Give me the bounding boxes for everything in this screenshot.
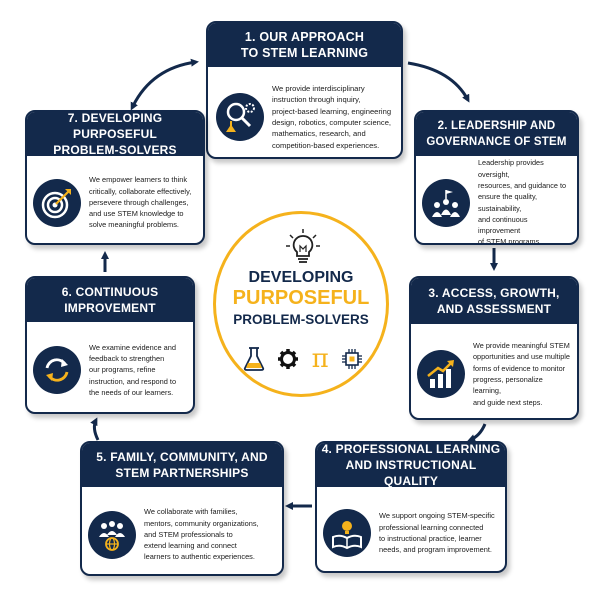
card-title-line2: AND INSTRUCTIONAL QUALITY — [345, 458, 477, 488]
card-continuous-improvement: 6. CONTINUOUS IMPROVEMENT We examine evi… — [25, 276, 195, 414]
arrow-1-to-2 — [407, 61, 470, 103]
card-title-line1: 5. FAMILY, COMMUNITY, AND — [96, 450, 268, 464]
gear-icon — [278, 349, 299, 369]
microchip-icon — [341, 349, 362, 369]
cycle-arrows-icon — [33, 346, 81, 394]
target-icon — [33, 178, 81, 227]
card-title-line1: 1. OUR APPROACH — [244, 30, 365, 44]
card-header: 3. ACCESS, GROWTH, AND ASSESSMENT — [411, 278, 577, 324]
growth-chart-icon — [417, 350, 465, 398]
leadership-group-icon — [422, 178, 470, 227]
flask-icon — [243, 347, 265, 371]
center-title-line2: PURPOSEFUL — [232, 287, 370, 309]
card-header: 5. FAMILY, COMMUNITY, AND STEM PARTNERSH… — [82, 443, 282, 487]
card-title-line1: 6. CONTINUOUS — [61, 285, 159, 299]
card-leadership-governance: 2. LEADERSHIP AND GOVERNANCE OF STEM Lea… — [414, 110, 579, 245]
card-header: 7. DEVELOPING PURPOSEFUL PROBLEM-SOLVERS — [27, 111, 203, 157]
center-hub: DEVELOPING PURPOSEFUL PROBLEM-SOLVERS π — [213, 211, 389, 397]
card-our-approach: 1. OUR APPROACH TO STEM LEARNING We prov… — [206, 21, 403, 159]
card-professional-learning: 4. PROFESSIONAL LEARNING AND INSTRUCTION… — [315, 441, 507, 573]
card-title-line2: STEM PARTNERSHIPS — [115, 466, 249, 480]
card-developing-problem-solvers: 7. DEVELOPING PURPOSEFUL PROBLEM-SOLVERS… — [25, 110, 205, 245]
magnifier-gear-flask-icon — [216, 93, 264, 141]
card-title-line1: 7. DEVELOPING PURPOSEFUL — [67, 111, 163, 141]
arrow-7-to-1 — [130, 58, 199, 111]
card-header: 6. CONTINUOUS IMPROVEMENT — [27, 278, 193, 322]
card-title-line1: 2. LEADERSHIP AND — [437, 120, 556, 132]
center-title-line3: PROBLEM-SOLVERS — [233, 312, 369, 327]
book-lightbulb-icon — [323, 509, 371, 557]
pi-icon: π — [311, 344, 329, 374]
card-title-line2: PROBLEM-SOLVERS — [53, 143, 177, 157]
card-header: 1. OUR APPROACH TO STEM LEARNING — [208, 23, 401, 67]
arrow-3-to-4 — [467, 423, 487, 442]
card-header: 4. PROFESSIONAL LEARNING AND INSTRUCTION… — [317, 442, 505, 488]
community-globe-icon — [88, 510, 136, 559]
card-title-line1: 3. ACCESS, GROWTH, — [428, 286, 560, 300]
card-family-community: 5. FAMILY, COMMUNITY, AND STEM PARTNERSH… — [80, 441, 284, 576]
card-description: Leadership provides oversight,resources,… — [478, 158, 567, 245]
lightbulb-icon — [286, 229, 320, 263]
center-title-line1: DEVELOPING — [248, 269, 354, 286]
arrow-5-to-6 — [90, 417, 100, 441]
card-description: We collaborate with families,mentors, co… — [144, 507, 259, 562]
card-access-growth-assessment: 3. ACCESS, GROWTH, AND ASSESSMENT We pro… — [409, 276, 579, 420]
card-title-line1: 4. PROFESSIONAL LEARNING — [321, 442, 501, 456]
card-title-line2: IMPROVEMENT — [64, 301, 156, 315]
card-header: 2. LEADERSHIP AND GOVERNANCE OF STEM — [416, 112, 577, 156]
card-title-line2: TO STEM LEARNING — [240, 46, 369, 60]
card-title-line2: AND ASSESSMENT — [436, 302, 552, 316]
card-title-line2: GOVERNANCE OF STEM — [426, 136, 567, 148]
